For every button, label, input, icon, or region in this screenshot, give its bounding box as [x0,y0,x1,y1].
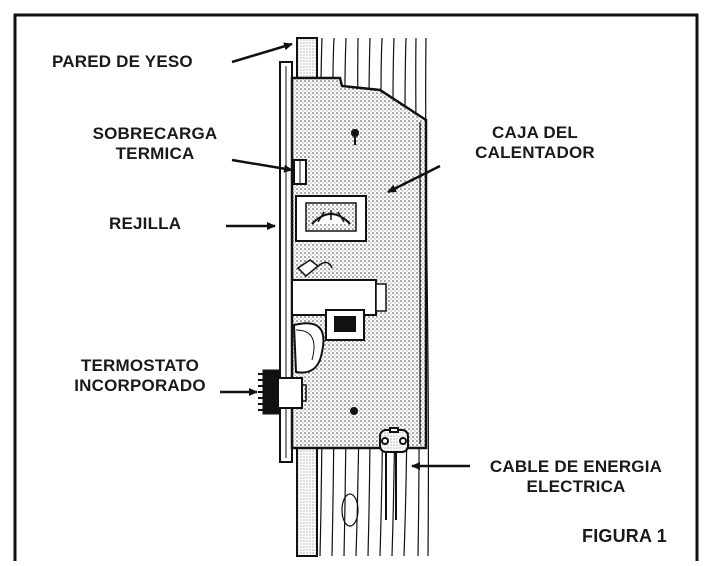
drywall-top [296,37,318,79]
label-cable-line2: ELECTRICA [526,477,626,496]
label-heater-housing: CAJA DEL CALENTADOR [450,123,620,163]
leader-arrows [220,42,470,470]
label-grille-text: REJILLA [109,214,182,233]
label-overload-line2: TERMICA [115,144,195,163]
label-cable-line1: CABLE DE ENERGIA [489,457,663,476]
heater-housing [290,76,428,450]
label-thermostat: TERMOSTATO INCORPORADO [62,356,218,396]
figure-caption: FIGURA 1 [582,526,667,546]
label-thermostat-line2: INCORPORADO [74,376,206,395]
thermostat-bulb [292,322,325,374]
label-housing-line2: CALENTADOR [475,143,595,162]
cable-clamp [379,427,409,520]
figure-border [13,13,699,561]
arrow-housing [387,164,441,194]
label-thermal-overload: SOBRECARGA TERMICA [78,124,232,164]
label-drywall: PARED DE YESO [52,52,193,72]
thermostat-knob [258,369,307,415]
arrow-overload [231,158,293,173]
arrow-wall [231,42,293,64]
label-thermostat-line1: TERMOSTATO [80,356,200,375]
drywall-bottom [296,442,318,557]
label-drywall-text: PARED DE YESO [52,52,193,71]
label-grille: REJILLA [109,214,181,234]
figure-caption-text: FIGURA 1 [582,526,667,546]
label-overload-line1: SOBRECARGA [92,124,218,143]
label-power-cable: CABLE DE ENERGIA ELECTRICA [478,457,674,497]
label-housing-line1: CAJA DEL [492,123,578,142]
